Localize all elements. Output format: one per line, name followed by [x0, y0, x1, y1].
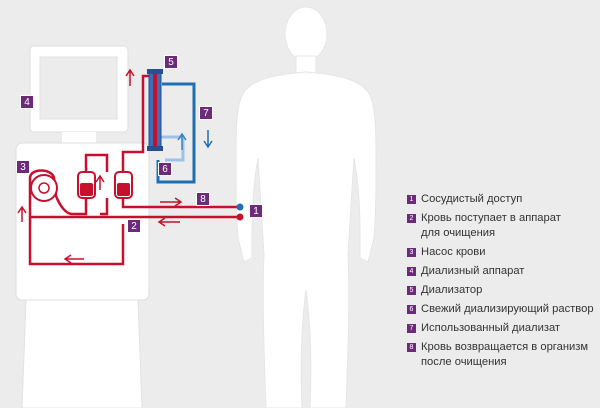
machine-pedestal: [21, 299, 143, 408]
marker-8: 8: [196, 192, 210, 206]
neck: [295, 55, 317, 75]
arrow-up-chamber: [95, 174, 105, 190]
legend-text: Насос крови: [421, 246, 486, 258]
legend-text: Использованный диализат: [421, 322, 561, 334]
marker-5: 5: [164, 55, 178, 69]
legend-item: 6 Свежий диализирующий раствор: [407, 302, 597, 317]
legend-number-badge: 5: [407, 286, 416, 295]
marker-3: 3: [16, 160, 30, 174]
marker-1: 1: [249, 204, 263, 218]
fresh-dialysate-arrow: [177, 132, 187, 150]
blood-pump: [30, 174, 58, 202]
monitor-screen: [39, 56, 118, 120]
access-point-return: [236, 203, 244, 211]
access-point-intake: [236, 213, 244, 221]
legend-item: 5 Диализатор: [407, 283, 597, 298]
torso-and-legs: [235, 71, 377, 408]
marker-7: 7: [199, 106, 213, 120]
human-silhouette: [235, 6, 377, 408]
legend-number-badge: 1: [407, 195, 416, 204]
legend-number-badge: 3: [407, 248, 416, 257]
arrow-up-pump-loop: [17, 205, 27, 222]
machine-neck: [62, 132, 96, 144]
legend-item: 7 Использованный диализат: [407, 321, 597, 336]
dialyzer: [147, 69, 163, 151]
legend-text: Диализный аппарат: [421, 265, 525, 277]
drip-chamber-arterial: [77, 171, 96, 199]
legend-number-badge: 2: [407, 214, 416, 223]
used-dialysate-arrow: [203, 130, 213, 149]
legend-number-badge: 4: [407, 267, 416, 276]
legend: 1 Сосудистый доступ 2 Кровь поступает в …: [407, 192, 597, 374]
arrow-up-dialyzer: [125, 68, 135, 86]
legend-number-badge: 6: [407, 305, 416, 314]
arrow-left-intake: [157, 217, 180, 227]
legend-item: 1 Сосудистый доступ: [407, 192, 597, 207]
legend-text: Свежий диализирующий раствор: [421, 303, 594, 315]
legend-item: 4 Диализный аппарат: [407, 264, 597, 279]
arrow-left-bottom: [63, 254, 84, 264]
legend-item: 3 Насос крови: [407, 245, 597, 260]
marker-6: 6: [158, 162, 172, 176]
legend-text: Диализатор: [421, 284, 483, 296]
legend-number-badge: 7: [407, 324, 416, 333]
marker-4: 4: [20, 95, 34, 109]
head: [284, 6, 328, 62]
drip-chamber-venous: [114, 171, 133, 199]
legend-number-badge: 8: [407, 343, 416, 352]
fresh-dialysate-line: [157, 135, 185, 162]
arrow-right-return: [160, 197, 183, 207]
marker-2: 2: [127, 219, 141, 233]
legend-text: Сосудистый доступ: [421, 193, 523, 205]
blood-line: [28, 74, 240, 266]
